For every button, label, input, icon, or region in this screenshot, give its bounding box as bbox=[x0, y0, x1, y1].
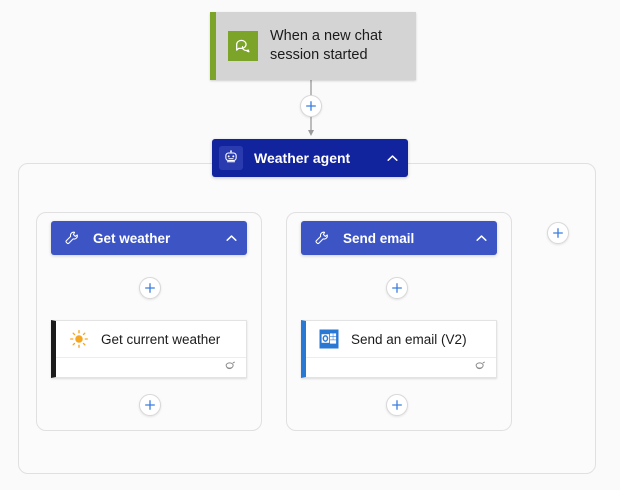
tool-node-label: Send email bbox=[343, 230, 415, 246]
action-card-footer bbox=[56, 358, 246, 378]
robot-icon bbox=[219, 146, 243, 170]
add-step-above-send-an-email-button[interactable] bbox=[386, 277, 408, 299]
add-step-above-get-current-weather-button[interactable] bbox=[139, 277, 161, 299]
chevron-up-icon[interactable] bbox=[474, 231, 489, 246]
chat-bubble-icon bbox=[228, 31, 258, 61]
add-step-below-send-an-email-button[interactable] bbox=[386, 394, 408, 416]
action-card-label: Get current weather bbox=[101, 331, 221, 347]
action-card-send-an-email[interactable]: Send an email (V2) bbox=[301, 320, 497, 378]
trigger-label: When a new chat session started bbox=[270, 28, 383, 63]
chevron-up-icon[interactable] bbox=[224, 231, 239, 246]
add-step-below-get-current-weather-button[interactable] bbox=[139, 394, 161, 416]
trigger-card[interactable]: When a new chat session started bbox=[210, 12, 416, 80]
action-card-get-current-weather[interactable]: Get current weather bbox=[51, 320, 247, 378]
wrench-icon bbox=[61, 227, 83, 249]
connector-icon[interactable] bbox=[223, 359, 237, 378]
outlook-icon bbox=[318, 328, 340, 350]
action-card-header: Get current weather bbox=[56, 321, 246, 358]
agent-node-label: Weather agent bbox=[254, 150, 351, 166]
tool-node-send-email[interactable]: Send email bbox=[301, 221, 497, 255]
chevron-up-icon[interactable] bbox=[385, 151, 400, 166]
action-card-label: Send an email (V2) bbox=[351, 331, 467, 347]
agent-node-weather-agent[interactable]: Weather agent bbox=[212, 139, 408, 177]
tool-node-label: Get weather bbox=[93, 230, 171, 246]
action-card-header: Send an email (V2) bbox=[306, 321, 496, 358]
add-step-after-trigger-button[interactable] bbox=[300, 95, 322, 117]
tool-node-get-weather[interactable]: Get weather bbox=[51, 221, 247, 255]
add-branch-button[interactable] bbox=[547, 222, 569, 244]
sun-icon bbox=[68, 328, 90, 350]
action-card-footer bbox=[306, 358, 496, 378]
connector-icon[interactable] bbox=[473, 359, 487, 378]
wrench-icon bbox=[311, 227, 333, 249]
